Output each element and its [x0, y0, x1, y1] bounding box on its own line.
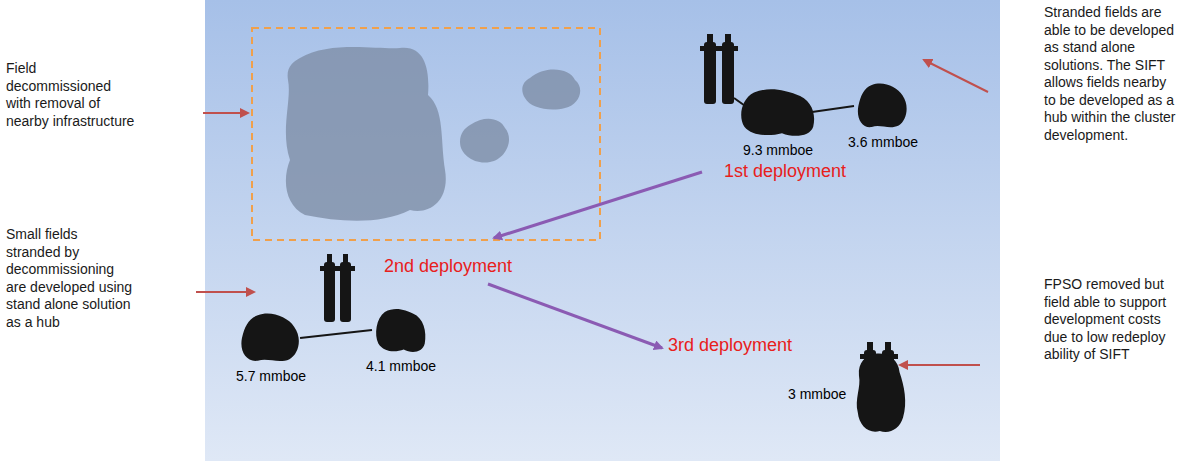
field-volume: 3.6 mmboe	[848, 134, 918, 151]
field-shape	[852, 352, 910, 436]
deployment-label: 2nd deployment	[384, 255, 512, 278]
sea-area	[205, 0, 1000, 461]
redeploy-arrow	[494, 172, 702, 238]
field-volume: 4.1 mmboe	[366, 358, 436, 375]
oil-field: 5.7 mmboe	[236, 312, 306, 385]
field-shape	[374, 306, 428, 354]
oil-field: 9.3 mmboe	[738, 86, 818, 159]
deployment-label: 1st deployment	[724, 160, 846, 183]
sift-platform	[700, 34, 738, 104]
flowline	[300, 330, 372, 338]
oil-field: 3 mmboe	[788, 352, 910, 436]
field-shape	[738, 86, 818, 138]
annotation-note: Field decommissioned with removal of nea…	[6, 60, 136, 130]
callout-arrow	[203, 112, 248, 114]
field-volume: 3 mmboe	[788, 386, 846, 403]
callout-arrow	[196, 291, 254, 293]
callout-arrow	[924, 60, 988, 92]
redeploy-arrow	[488, 284, 662, 348]
deployment-label: 3rd deployment	[668, 334, 792, 357]
oil-field: 3.6 mmboe	[848, 82, 918, 151]
callout-arrow	[900, 364, 980, 366]
decommission-boundary	[252, 28, 600, 240]
flowline	[812, 106, 854, 112]
sift-platform	[320, 254, 355, 322]
annotation-note: Small fields stranded by decommissioning…	[6, 226, 134, 331]
field-volume: 9.3 mmboe	[743, 142, 813, 159]
field-shape	[855, 82, 911, 130]
oil-field: 4.1 mmboe	[366, 306, 436, 375]
field-shape	[238, 312, 304, 364]
annotation-note: Stranded fields are able to be developed…	[1044, 4, 1178, 144]
annotation-note: FPSO removed but field able to support d…	[1044, 276, 1178, 364]
decommissioned-field	[286, 47, 580, 221]
field-volume: 5.7 mmboe	[236, 368, 306, 385]
